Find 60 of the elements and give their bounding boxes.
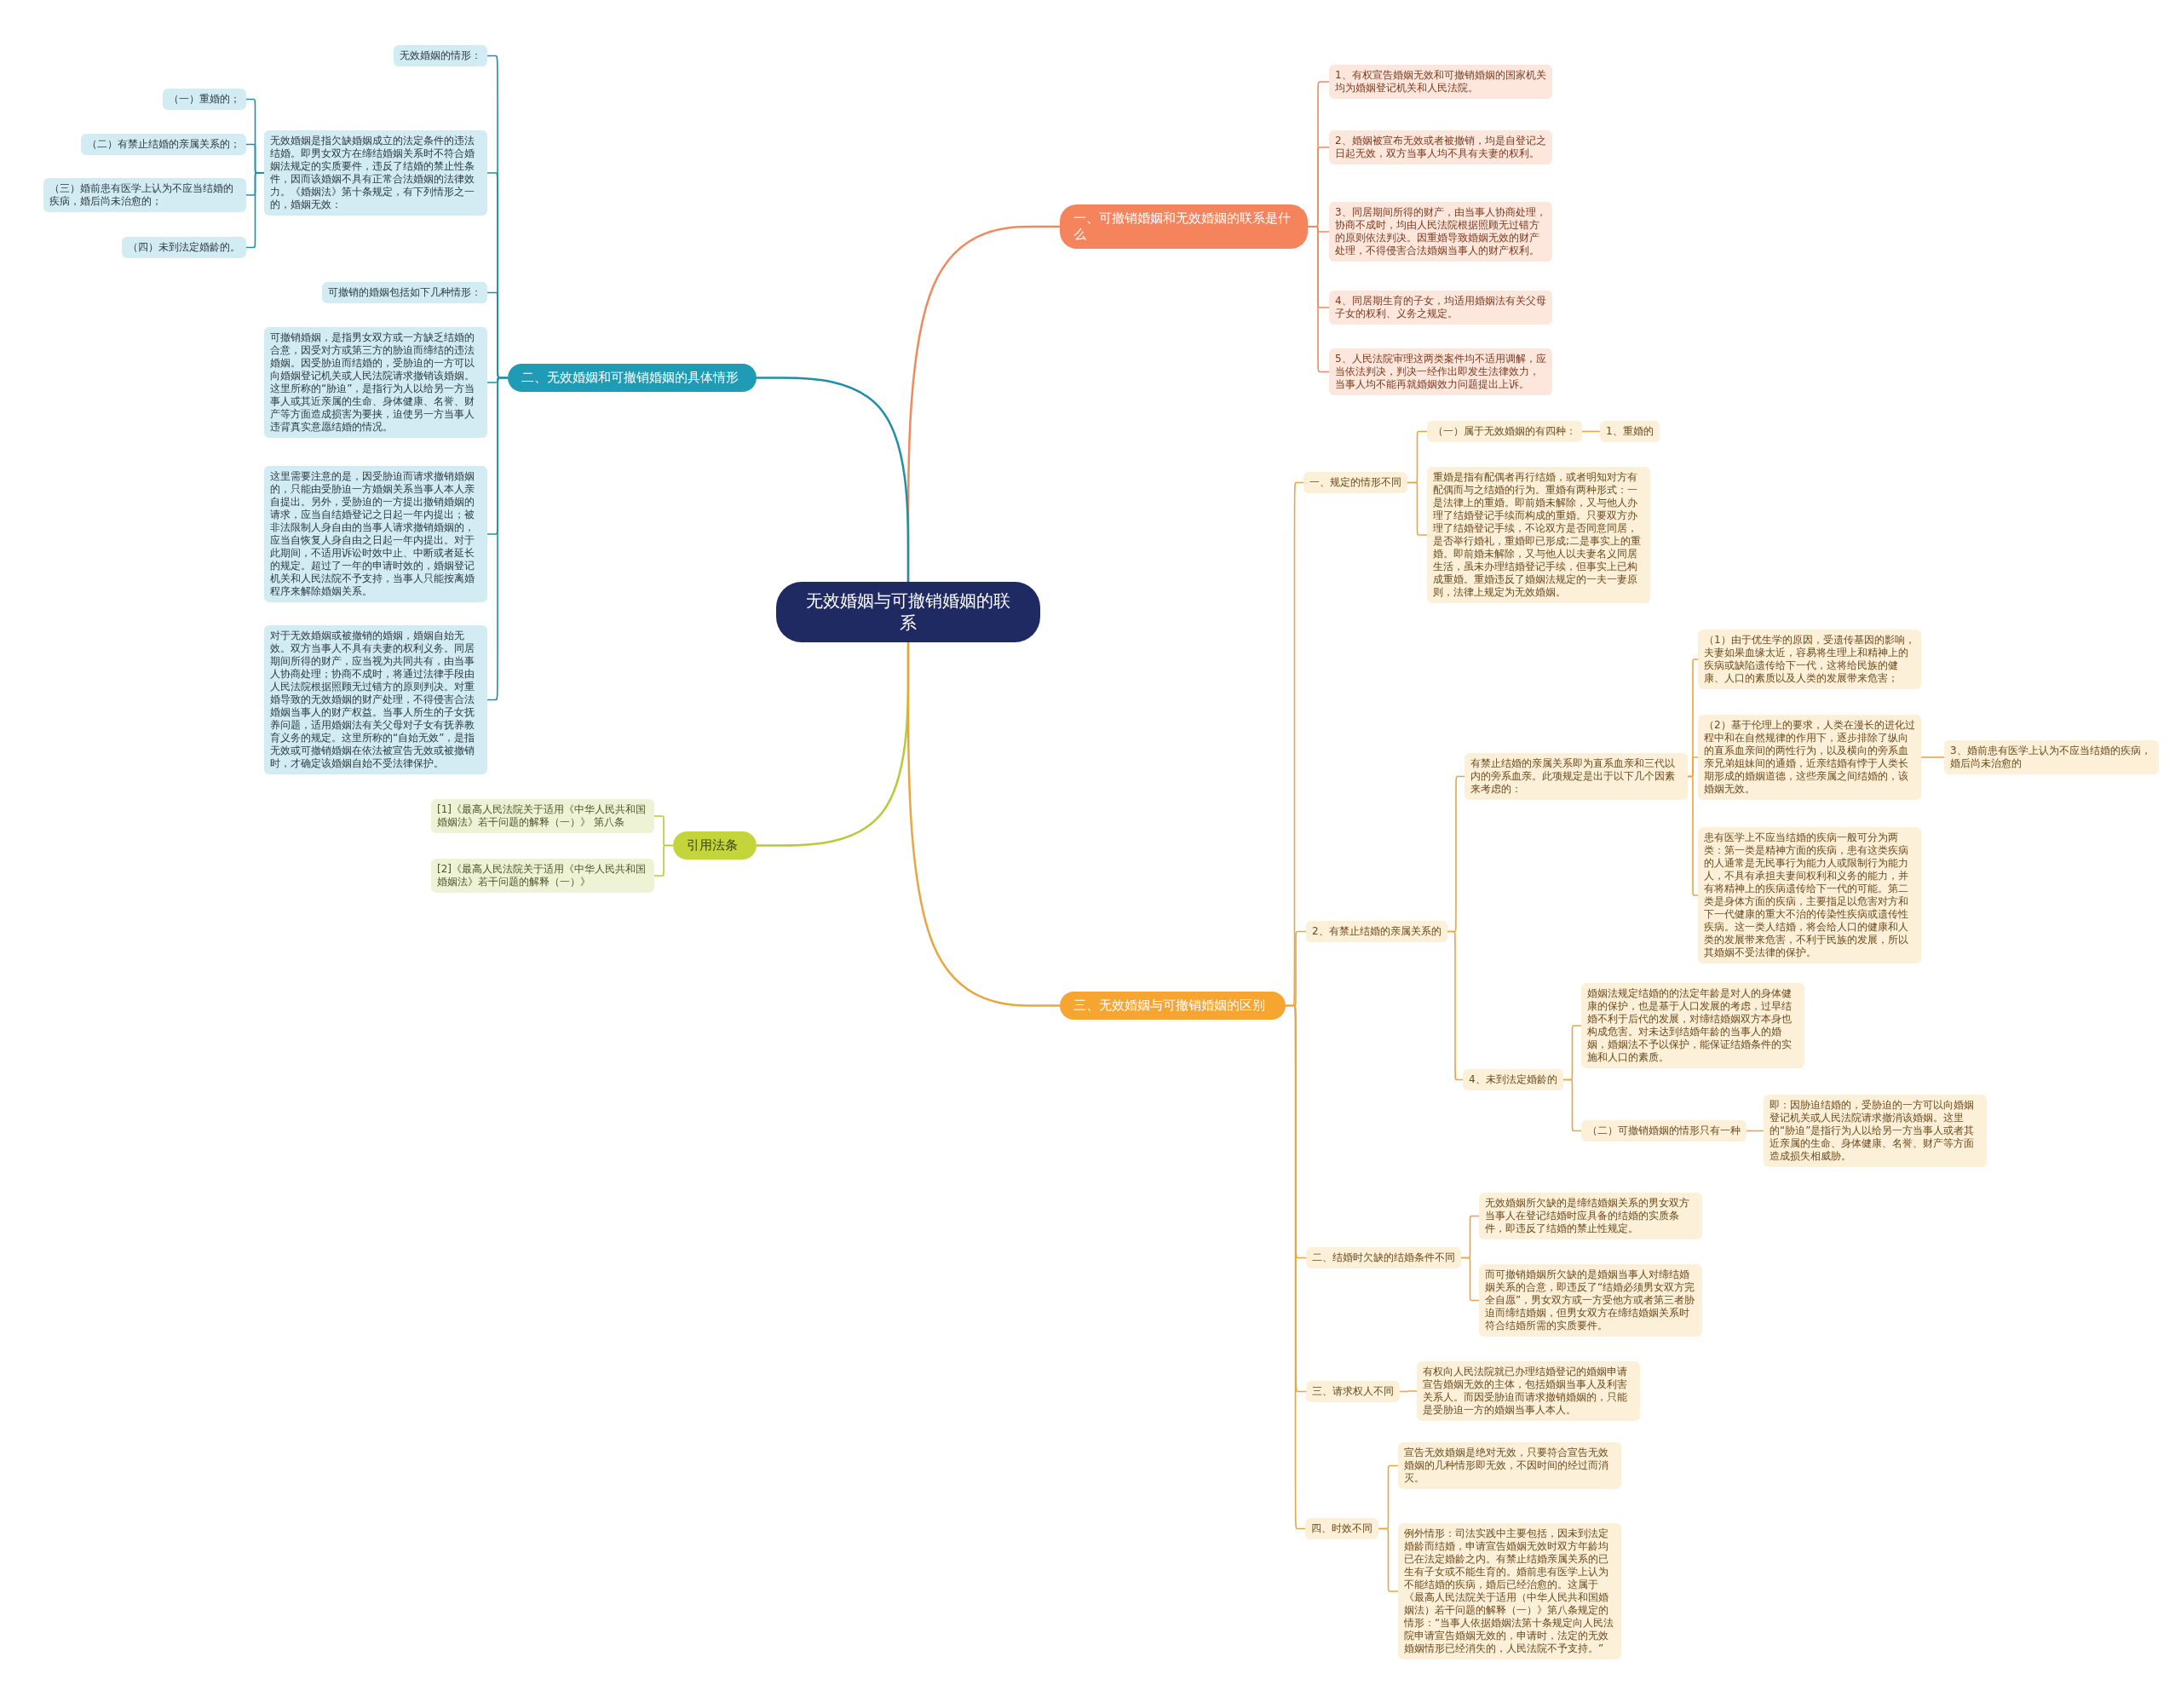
topic-card: 2、有禁止结婚的亲属关系的 [1306, 921, 1447, 942]
topic-card: （2）基于伦理上的要求，人类在漫长的进化过程中和在自然规律的作用下，逐步排除了纵向的直系血亲间的两性行为，以及横向的旁系血亲兄弟姐妹间的通婚，近亲结婚有悖于人类长期形成的婚姻道德，这些亲属之间结婚的，该婚姻无效。 [1698, 715, 1921, 800]
connector-line [1407, 481, 1428, 536]
topic-card: （二）可撤销婚姻的情形只有一种 [1581, 1120, 1747, 1142]
topic-card: （一）重婚的； [163, 89, 246, 110]
topic-card: （四）未到法定婚龄的。 [122, 237, 246, 258]
topic-card: 可撤销婚姻，是指男女双方或一方缺乏结婚的合意，因受对方或第三方的胁迫而缔结的违法婚姻。因受胁迫而结婚的，受胁迫的一方可以向婚姻登记机关或人民法院请求撤销该婚姻。这里所称的“胁迫”，是指行为人以给另一方当事人或其近亲属的生命、身体健康、名誉、财产等方面造成损害为要挟，迫使另一方当事人违背真实意愿结婚的情况。 [264, 327, 487, 438]
topic-card: 一、规定的情形不同 [1303, 472, 1407, 493]
connector-line [1460, 1257, 1480, 1302]
topic-card: （一）属于无效婚姻的有四种： [1427, 421, 1582, 442]
topic-card: 患有医学上不应当结婚的疾病一般可分为两类：第一类是精神方面的疾病，患有这类疾病的人通常是无民事行为能力人或限制行为能力人，不具有承担夫妻间权利和义务的能力，并有将精神上的疾病遗传给下一代的可能。第二类是身体方面的疾病，主要指足以危害对方和下一代健康的重大不治的传染性疾病或遗传性疾病。这一类人结婚，将会给人口的健康和人类的发展带来危害，不利于民族的发展，所以其婚姻不受法律的保护。 [1698, 827, 1921, 963]
topic-card: 对于无效婚姻或被撤销的婚姻，婚姻自始无效。双方当事人不具有夫妻的权利义务。同居期间所得的财产，应当视为共同共有，由当事人协商处理；协商不成时，将通过法律手段由人民法院根据照顾无过错方的原则判决。对重婚导致的无效婚姻的财产处理，不得侵害合法婚姻当事人的财产权益。当事人所生的子女抚养问题，适用婚姻法有关父母对子女有抚养教育义务的规定。这里所称的“自始无效”，是指无效或可撤销婚姻在依法被宣告无效或被撤销时，才确定该婚姻自始不受法律保护。 [264, 625, 487, 774]
connector-line [1447, 930, 1464, 1081]
topic-card: （三）婚前患有医学上认为不应当结婚的疾病，婚后尚未治愈的； [43, 178, 246, 212]
topic-card: 可撤销的婚姻包括如下几种情形： [322, 282, 487, 303]
branch-topic: 三、无效婚姻与可撤销婚姻的区别 [1060, 992, 1286, 1020]
topic-card: 二、结婚时欠缺的结婚条件不同 [1306, 1247, 1461, 1268]
topic-card: （二）有禁止结婚的亲属关系的； [81, 134, 246, 155]
topic-card: 而可撤销婚姻所欠缺的是婚姻当事人对缔结婚姻关系的合意，即违反了“结婚必须男女双方完全自愿”，男女双方或一方受他方或者第三者胁迫而缔结婚姻，但男女双方在缔结婚姻关系时符合结婚所需的实质要件。 [1479, 1264, 1702, 1337]
connector-line [1687, 775, 1699, 896]
connector-line [1399, 1390, 1418, 1393]
connector-line [245, 172, 265, 249]
connector-line [1378, 1527, 1399, 1592]
topic-card: [2]《最高人民法院关于适用《中华人民共和国婚姻法》若干问题的解释（一）》 [431, 859, 654, 893]
topic-card: 无效婚姻所欠缺的是缔结婚姻关系的男女双方当事人在登记结婚时应具备的结婚的实质条件，即违反了结婚的禁止性规定。 [1479, 1193, 1702, 1239]
branch-topic: 引用法条 [673, 831, 757, 860]
topic-card: 4、同居期生育的子女，均适用婚姻法有关父母子女的权利、义务之规定。 [1329, 290, 1552, 325]
topic-card: 例外情形：司法实践中主要包括，因未到法定婚龄而结婚，申请宣告婚姻无效时双方年龄均已在法定婚龄之内。有禁止结婚亲属关系的已生有子女或不能生育的。婚前患有医学上认为不能结婚的疾病，婚后已经治愈的。这属于《最高人民法院关于适用（中华人民共和国婚姻法）若干问题的解释（一）》第八条规定的情形：“当事人依据婚姻法第十条规定向人民法院申请宣告婚姻无效的，申请时，法定的无效婚姻情形已经消失的，人民法院不予支持。” [1398, 1523, 1621, 1659]
branch-topic: 二、无效婚姻和可撤销婚姻的具体情形 [508, 364, 757, 392]
topic-card: 无效婚姻是指欠缺婚姻成立的法定条件的违法结婚。即男女双方在缔结婚姻关系时不符合婚姻法规定的实质要件，违反了结婚的禁止性条件，因而该婚姻不具有正常合法婚姻的法律效力。《婚姻法》第十条规定，有下列情形之一的，婚姻无效： [264, 130, 487, 216]
connector-line [1746, 1130, 1764, 1132]
central-topic: 无效婚姻与可撤销婚姻的联系 [776, 582, 1040, 642]
topic-card: 3、同居期间所得的财产，由当事人协商处理，协商不成时，均由人民法院根据照顾无过错方的原则依法判决。因重婚导致婚姻无效的财产处理，不得侵害合法婚姻当事人的财产权利。 [1329, 202, 1552, 262]
topic-card: 2、婚姻被宣布无效或者被撤销，均是自登记之日起无效，双方当事人均不具有夫妻的权利。 [1329, 130, 1552, 164]
branch-topic: 一、可撤销婚姻和无效婚姻的联系是什么 [1060, 204, 1308, 249]
topic-card: 1、有权宣告婚姻无效和可撤销婚姻的国家机关均为婚姻登记机关和人民法院。 [1329, 65, 1552, 99]
topic-card: 宣告无效婚姻是绝对无效，只要符合宣告无效婚姻的几种情形即无效，不因时间的经过而消灭。 [1398, 1442, 1621, 1489]
topic-card: 三、请求权人不同 [1306, 1381, 1400, 1402]
topic-card: （1）由于优生学的原因，受遗传基因的影响，夫妻如果血缘太近，容易将生理上和精神上的疾病或缺陷遗传给下一代，这将给民族的健康、人口的素质以及人类的发展带来危害； [1698, 630, 1921, 689]
topic-card: 即：因胁迫结婚的，受胁迫的一方可以向婚姻登记机关或人民法院请求撤消该婚姻。这里的“胁迫”是指行为人以给另一方当事人或者其近亲属的生命、身体健康、名誉、财产等方面造成损失相威胁。 [1764, 1095, 1987, 1167]
topic-card: 4、未到法定婚龄的 [1463, 1069, 1563, 1090]
connector-line [1920, 756, 1945, 758]
topic-card: 5、人民法院审理这两类案件均不适用调解，应当依法判决，判决一经作出即发生法律效力，当事人均不能再就婚姻效力问题提出上诉。 [1329, 348, 1552, 395]
topic-card: [1]《最高人民法院关于适用《中华人民共和国婚姻法》若干问题的解释（一）》 第八条 [431, 799, 654, 833]
topic-card: 3、婚前患有医学上认为不应当结婚的疾病，婚后尚未治愈的 [1944, 740, 2159, 774]
topic-card: 有权向人民法院就已办理结婚登记的婚姻申请宣告婚姻无效的主体，包括婚姻当事人及利害关系人。而因受胁迫而请求撤销婚姻的，只能是受胁迫一方的婚姻当事人本人。 [1417, 1361, 1640, 1421]
connector-line [757, 377, 910, 582]
topic-card: 四、时效不同 [1305, 1518, 1378, 1539]
connector-line [1307, 226, 1330, 373]
connector-line [1285, 1004, 1306, 1530]
topic-card: 有禁止结婚的亲属关系即为直系血亲和三代以内的旁系血亲。此项规定是出于以下几个因素来考虑的： [1465, 753, 1688, 800]
connector-line [1562, 1078, 1582, 1132]
topic-card: 这里需要注意的是，因受胁迫而请求撤销婚姻的，只能由受胁迫一方婚姻关系当事人本人亲自提出。另外，受胁迫的一方提出撤销婚姻的请求，应当自结婚登记之日起一年内提出；被非法限制人身自由的当事人请求撤销婚姻的，应当自恢复人身自由之日起一年内提出。对于此期间，不适用诉讼时效中止、中断或者延长的规定。超过了一年的申请时效的，婚姻登记机关和人民法院不予支持，当事人只能按离婚程序来解除婚姻关系。 [264, 466, 487, 602]
topic-card: 婚姻法规定结婚的的法定年龄是对人的身体健康的保护，也是基于人口发展的考虑，过早结婚不利于后代的发展，对缔结婚姻双方本身也构成危害。对未达到结婚年龄的当事人的婚姻，婚姻法不予以保护，能保证结婚条件的实施和人口的素质。 [1581, 983, 1804, 1068]
topic-card: 重婚是指有配偶者再行结婚，或者明知对方有配偶而与之结婚的行为。重婚有两种形式：一是法律上的重婚。即前婚未解除，又与他人办理了结婚登记手续而构成的重婚。只要双方办理了结婚登记手续，不论双方是否同意同居，是否举行婚礼，重婚即已形成;二是事实上的重婚。即前婚未解除，又与他人以夫妻名义同居生活，虽未办理结婚登记手续，但事实上已构成重婚。重婚违反了婚姻法规定的一夫一妻原则，法律上规定为无效婚姻。 [1427, 467, 1650, 603]
connector-line [1581, 430, 1601, 433]
connector-line [653, 844, 674, 877]
topic-card: 无效婚姻的情形： [394, 45, 487, 66]
connector-line [906, 642, 1060, 1007]
topic-card: 1、重婚的 [1600, 421, 1660, 442]
